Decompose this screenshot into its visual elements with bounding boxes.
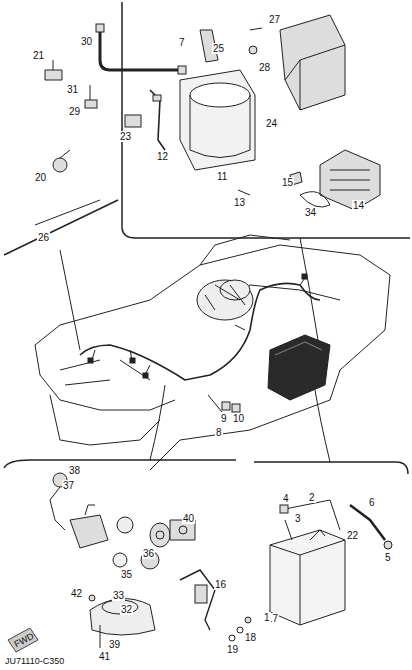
callout-number: 22 xyxy=(346,530,359,541)
callout-number: 25 xyxy=(212,43,225,54)
callout-number: 32 xyxy=(120,604,133,615)
callout-number: 1 xyxy=(263,612,271,623)
callout-number: 20 xyxy=(34,172,47,183)
callout-number: 14 xyxy=(352,200,365,211)
callout-number: 8 xyxy=(215,427,223,438)
callout-number: 11 xyxy=(216,171,228,182)
callout-number: 40 xyxy=(182,513,195,524)
callout-number: 26 xyxy=(37,232,50,243)
callout-number: 16 xyxy=(214,579,227,590)
callout-number: 39 xyxy=(108,639,121,650)
callout-number: 30 xyxy=(80,36,93,47)
callout-number: 19 xyxy=(226,644,239,655)
callout-number: 9 xyxy=(220,413,228,424)
callout-number: 13 xyxy=(233,197,246,208)
callout-number: 10 xyxy=(232,413,245,424)
callout-number: 15 xyxy=(281,177,294,188)
callout-number: 3 xyxy=(294,513,302,524)
callout-number: 7 xyxy=(178,37,186,48)
callout-number: 12 xyxy=(156,151,169,162)
callout-number: 2 xyxy=(308,492,316,503)
callout-number: 23 xyxy=(119,131,132,142)
callout-number: 36 xyxy=(142,548,155,559)
callout-number: 5 xyxy=(384,552,392,563)
callout-number: 41 xyxy=(98,651,111,662)
callout-number: 31 xyxy=(66,84,79,95)
callout-number: 27 xyxy=(268,14,281,25)
callout-number: 21 xyxy=(32,50,45,61)
callout-number: 35 xyxy=(120,569,133,580)
callout-number: 42 xyxy=(70,588,83,599)
callout-number: 34 xyxy=(304,207,317,218)
callout-number: 37 xyxy=(62,480,75,491)
callout-number: 24 xyxy=(265,118,278,129)
drawing-code: JU71110-C350 xyxy=(4,656,65,667)
callout-number: 38 xyxy=(68,465,81,476)
callout-number: 6 xyxy=(368,497,376,508)
callout-number: 33 xyxy=(112,590,125,601)
callout-number: 4 xyxy=(282,493,290,504)
callout-number: 18 xyxy=(244,632,257,643)
callout-number: 28 xyxy=(258,62,271,73)
callout-number: 29 xyxy=(68,106,81,117)
